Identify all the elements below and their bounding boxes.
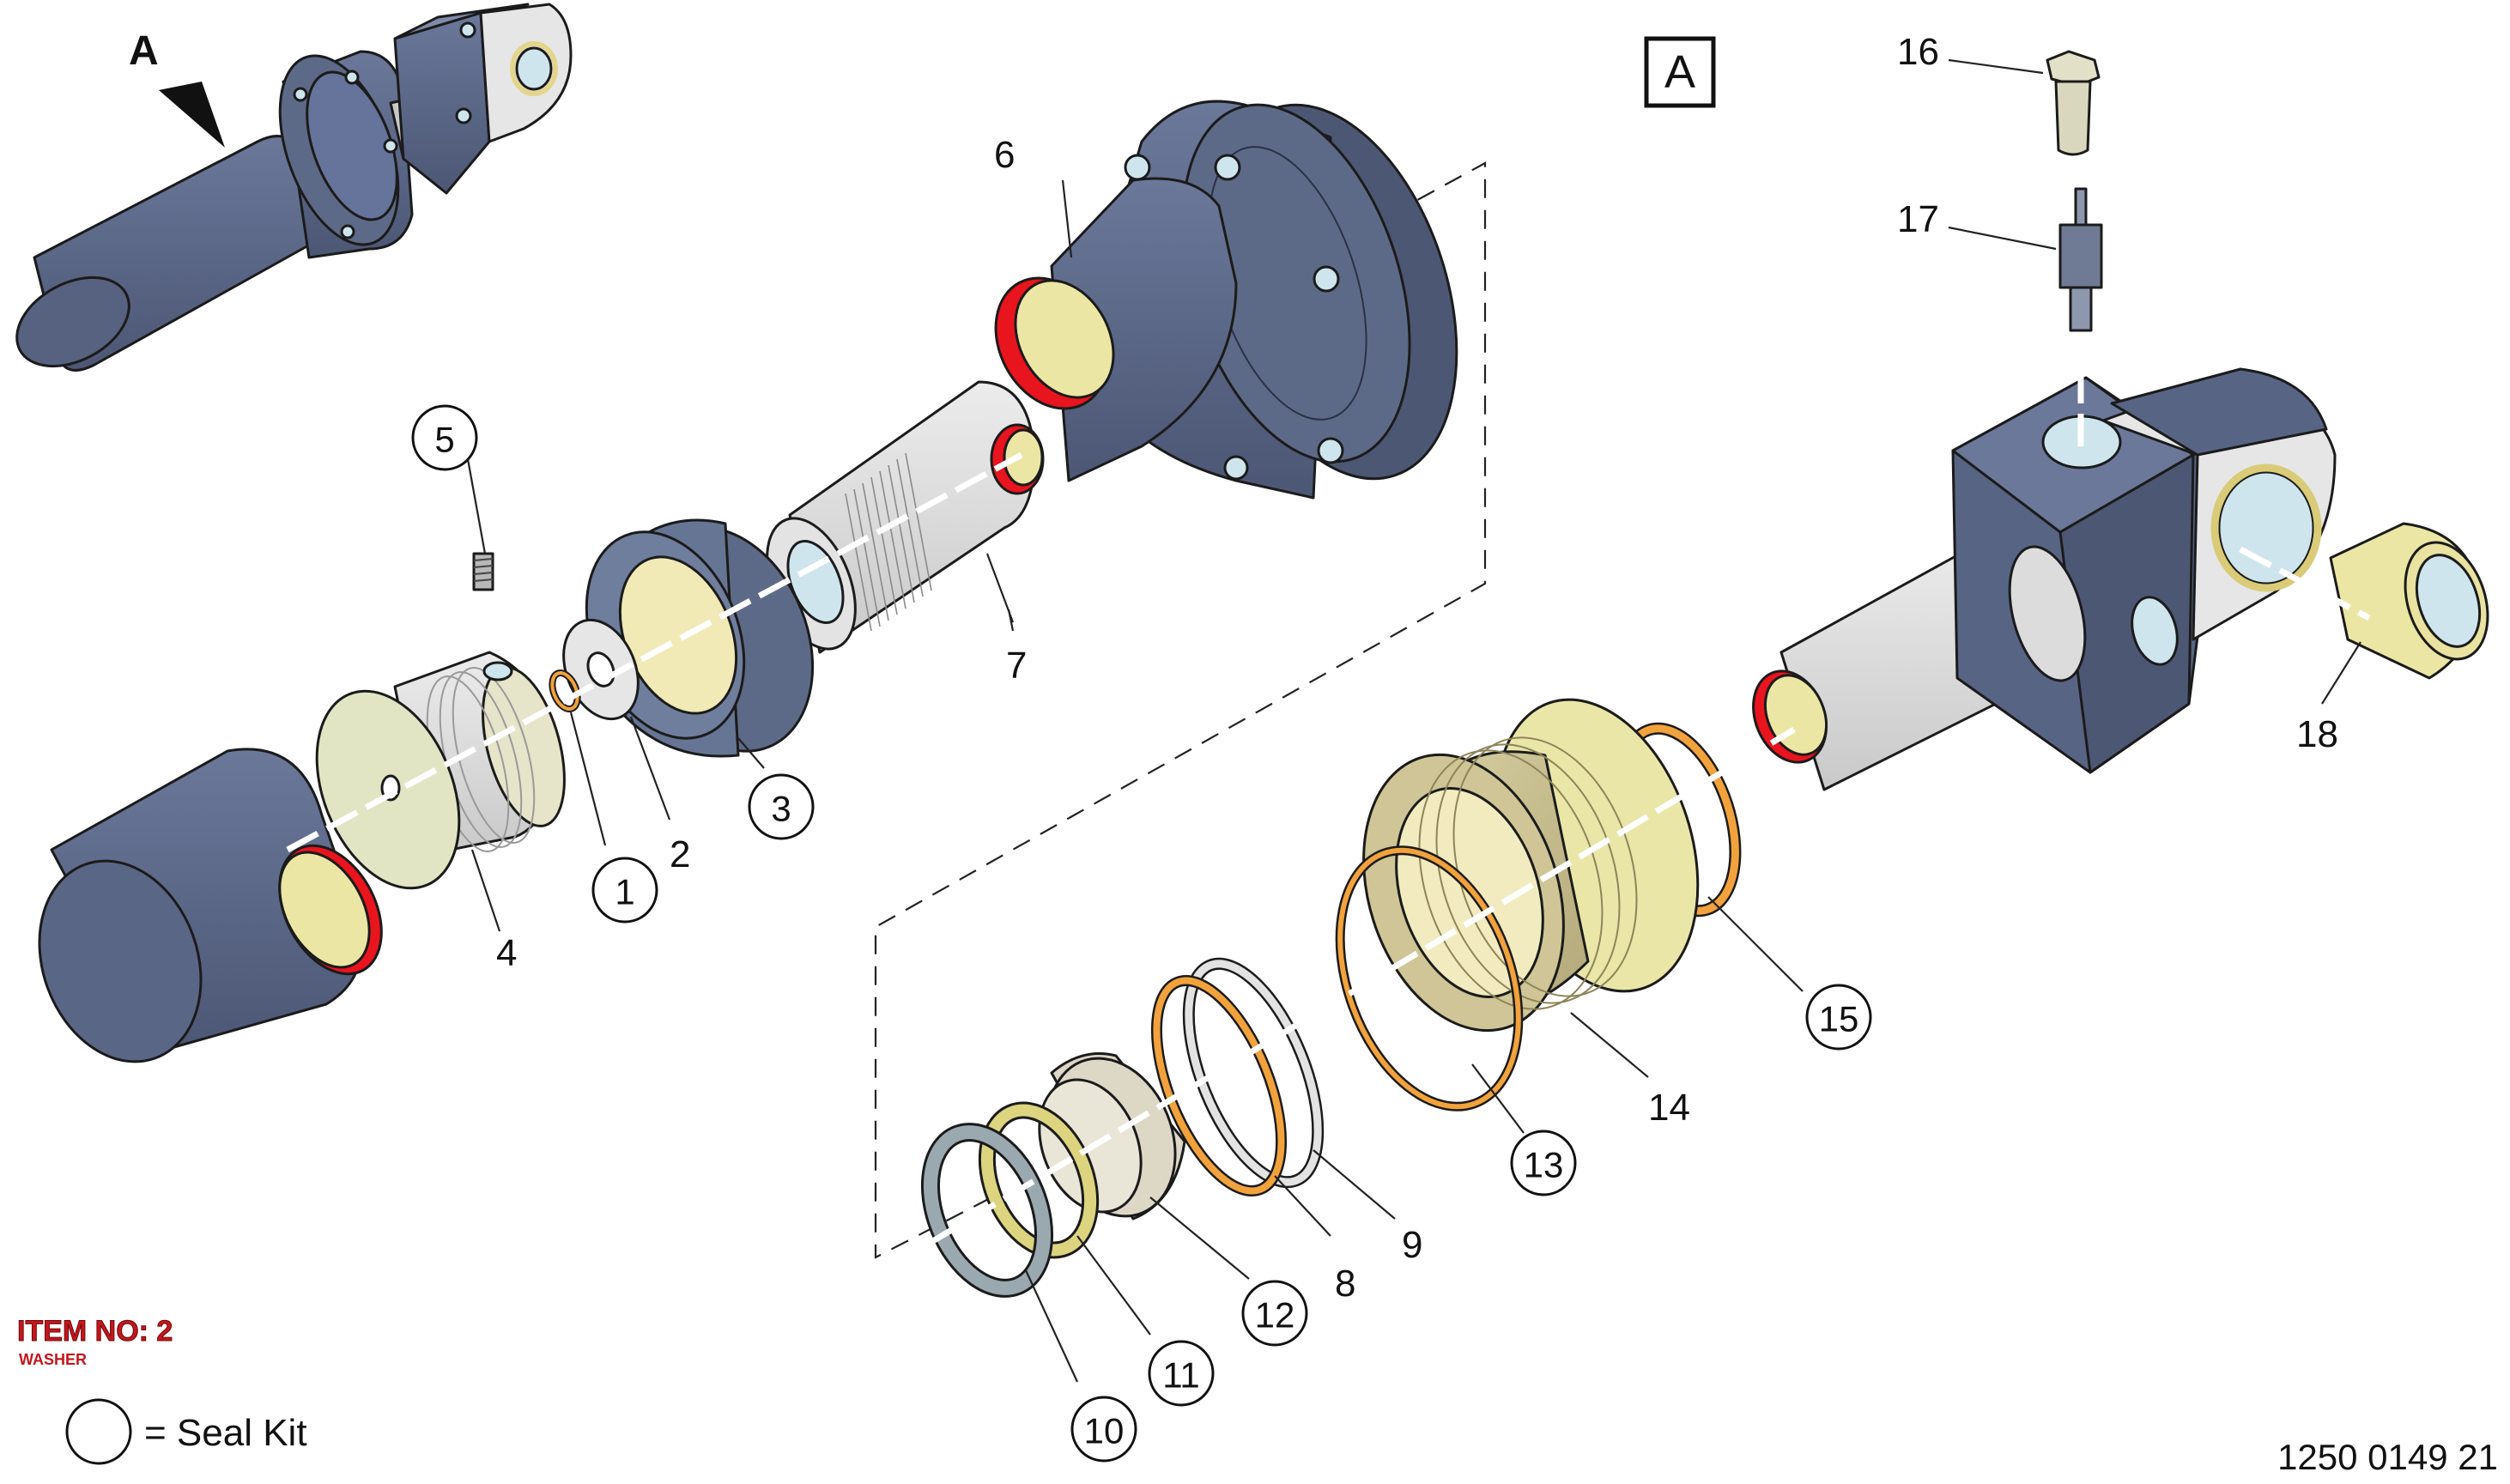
callout-18: 18	[2296, 713, 2338, 755]
view-box-a: A	[1644, 36, 1716, 108]
item-description: WASHER	[19, 1351, 87, 1368]
rod-end-assembly	[1752, 367, 2337, 791]
svg-text:11: 11	[1162, 1355, 1200, 1396]
drawing-number: 1250 0149 21	[2277, 1437, 2498, 1477]
svg-text:10: 10	[1084, 1411, 1125, 1451]
svg-text:1: 1	[615, 872, 634, 912]
callout-6: 6	[994, 134, 1015, 176]
part-16-plug	[2046, 50, 2101, 156]
part-13-ring	[1335, 845, 1524, 1111]
part-6-cylinder-head	[994, 100, 1458, 500]
circled-callout-10: 10	[1070, 1396, 1137, 1463]
part-17-valve	[2058, 187, 2103, 332]
callout-7: 7	[1006, 645, 1027, 687]
svg-text:15: 15	[1819, 999, 1859, 1039]
callout-14: 14	[1648, 1087, 1690, 1129]
circled-callout-1: 1	[591, 857, 658, 924]
circled-callout-3: 3	[748, 773, 815, 840]
legend-text: = Seal Kit	[144, 1412, 307, 1454]
view-label-a: A	[129, 28, 159, 74]
callout-4: 4	[496, 932, 517, 974]
svg-text:13: 13	[1524, 1145, 1564, 1185]
view-arrow-a: A	[129, 28, 225, 148]
callout-2: 2	[670, 833, 690, 875]
circled-callout-5: 5	[411, 404, 478, 471]
callout-8: 8	[1335, 1263, 1355, 1305]
seal-kit-legend: = Seal Kit	[65, 1398, 307, 1465]
part-1-oring	[549, 669, 581, 712]
callout-17: 17	[1897, 198, 1939, 240]
leader-lines	[466, 58, 2361, 1383]
circled-callout-15: 15	[1805, 984, 1872, 1051]
cylinder-barrel	[38, 748, 383, 1063]
circled-callout-12: 12	[1241, 1280, 1308, 1347]
part-10-wiper	[920, 1123, 1054, 1298]
item-info-block: ITEM NO: 2 WASHER	[17, 1315, 173, 1369]
item-number-label: ITEM NO: 2	[17, 1315, 173, 1348]
callout-16: 16	[1897, 31, 1939, 73]
part-18-pin-bushing	[2329, 522, 2489, 680]
assembled-cylinder-thumbnail	[15, 3, 573, 372]
assembly-axes	[286, 369, 2371, 1248]
part-8-ring	[1150, 975, 1288, 1196]
svg-text:3: 3	[771, 789, 791, 829]
dashed-assembly-frame	[874, 161, 1487, 1259]
part-5-setscrew	[472, 552, 494, 591]
circled-callout-11: 11	[1148, 1340, 1215, 1407]
svg-text:12: 12	[1255, 1295, 1295, 1336]
svg-text:5: 5	[434, 420, 454, 460]
legend-circle-symbol	[65, 1398, 132, 1465]
callout-9: 9	[1402, 1224, 1422, 1266]
part-4-piston	[315, 651, 566, 890]
view-box-label: A	[1664, 46, 1695, 98]
circled-callout-13: 13	[1510, 1130, 1577, 1196]
part-9-ring	[1182, 957, 1325, 1189]
part-11-ring	[978, 1101, 1100, 1259]
